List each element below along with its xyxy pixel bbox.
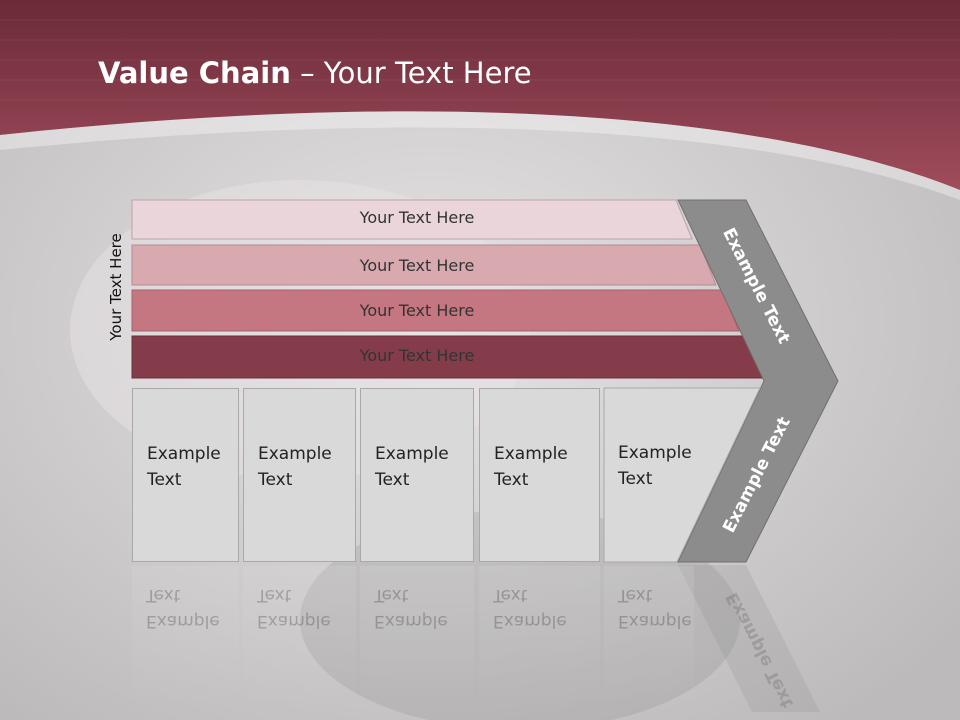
band-1-label: Your Text Here [359, 208, 475, 227]
cell-2-reflection: Example Text [243, 566, 356, 706]
cell-2-line1: Example [258, 444, 332, 464]
slide-title: Value Chain – Your Text Here [98, 56, 532, 90]
cell-5-line2: Text [618, 469, 653, 489]
cell-3-line2: Text [375, 470, 410, 490]
title-rest: – Your Text Here [290, 56, 532, 90]
cell-2-refl-line2: Text [257, 585, 292, 605]
band-4-label: Your Text Here [359, 346, 475, 365]
cell-1-line2: Text [147, 470, 182, 490]
chevron-reflection [678, 565, 820, 712]
cell-2-refl-line1: Example [257, 611, 331, 631]
cell-1-line1: Example [147, 444, 221, 464]
cell-1-refl-line1: Example [146, 611, 220, 631]
cell-4-line1: Example [494, 444, 568, 464]
cell-3-reflection: Example Text [360, 566, 474, 706]
title-bold: Value Chain [98, 56, 291, 90]
cell-3-refl-line2: Text [374, 585, 409, 605]
band-2-label: Your Text Here [359, 256, 475, 275]
cell-1-reflection: Example Text [132, 566, 239, 706]
cell-4-line2: Text [494, 470, 529, 490]
cell-3-line1: Example [375, 444, 449, 464]
cell-1-refl-line2: Text [146, 585, 181, 605]
cell-5-line1: Example [618, 443, 692, 463]
cell-3-refl-line1: Example [374, 611, 448, 631]
last-cell-shape [603, 387, 761, 563]
chevron-arrow-shape [677, 199, 839, 563]
band-3-label: Your Text Here [359, 301, 475, 320]
cell-5-refl-line2: Text [618, 585, 653, 605]
cell-5-reflection: Example Text [604, 566, 694, 706]
cell-4-reflection: Example Text [479, 566, 600, 706]
cell-5-refl-line1: Example [618, 611, 692, 631]
band-2-shape [131, 244, 717, 286]
cell-2-line2: Text [258, 470, 293, 490]
cell-4-refl-line1: Example [493, 611, 567, 631]
cell-4-refl-line2: Text [493, 585, 528, 605]
band-1-shape [131, 199, 693, 240]
band-3-shape [131, 289, 740, 332]
